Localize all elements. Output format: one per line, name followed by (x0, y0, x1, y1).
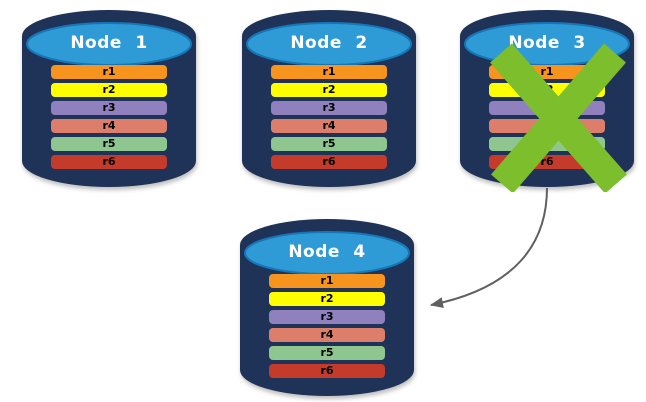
replica-bar-r5: r5 (51, 137, 167, 151)
replica-bar-r2: r2 (489, 83, 605, 97)
node-1: Node 1 r1 r2 r3 r4 r5 r6 (21, 6, 197, 192)
replica-bar-r1: r1 (489, 65, 605, 79)
replica-bar-r4: r4 (51, 119, 167, 133)
replica-bar-r6: r6 (51, 155, 167, 169)
node-label: Node 3 (508, 33, 586, 53)
replica-list: r1 r2 r3 r4 r5 r6 (269, 274, 385, 382)
node-2: Node 2 r1 r2 r3 r4 r5 r6 (241, 6, 417, 192)
node-label: Node 2 (290, 33, 368, 53)
replica-bar-r3: r3 (51, 101, 167, 115)
replica-bar-r3: r3 (269, 310, 385, 324)
replica-bar-r5: r5 (489, 137, 605, 151)
replica-bar-r5: r5 (269, 346, 385, 360)
replica-bar-r4: r4 (269, 328, 385, 342)
node-4: Node 4 r1 r2 r3 r4 r5 r6 (239, 215, 415, 401)
node-label: Node 4 (288, 242, 366, 262)
replica-bar-r6: r6 (271, 155, 387, 169)
replica-bar-r1: r1 (269, 274, 385, 288)
replica-bar-r1: r1 (51, 65, 167, 79)
replica-bar-r6: r6 (489, 155, 605, 169)
node-3: Node 3 r1 r2 r3 r4 r5 r6 (459, 6, 635, 192)
arrow-curve (430, 187, 548, 309)
replica-bar-r2: r2 (271, 83, 387, 97)
replica-bar-r6: r6 (269, 364, 385, 378)
replica-list: r1 r2 r3 r4 r5 r6 (489, 65, 605, 173)
replica-bar-r1: r1 (271, 65, 387, 79)
replica-bar-r2: r2 (269, 292, 385, 306)
replica-bar-r2: r2 (51, 83, 167, 97)
replica-bar-r4: r4 (489, 119, 605, 133)
replica-list: r1 r2 r3 r4 r5 r6 (271, 65, 387, 173)
replica-list: r1 r2 r3 r4 r5 r6 (51, 65, 167, 173)
replica-bar-r3: r3 (489, 101, 605, 115)
replica-bar-r3: r3 (271, 101, 387, 115)
node-label: Node 1 (70, 33, 148, 53)
replica-bar-r5: r5 (271, 137, 387, 151)
replica-bar-r4: r4 (271, 119, 387, 133)
